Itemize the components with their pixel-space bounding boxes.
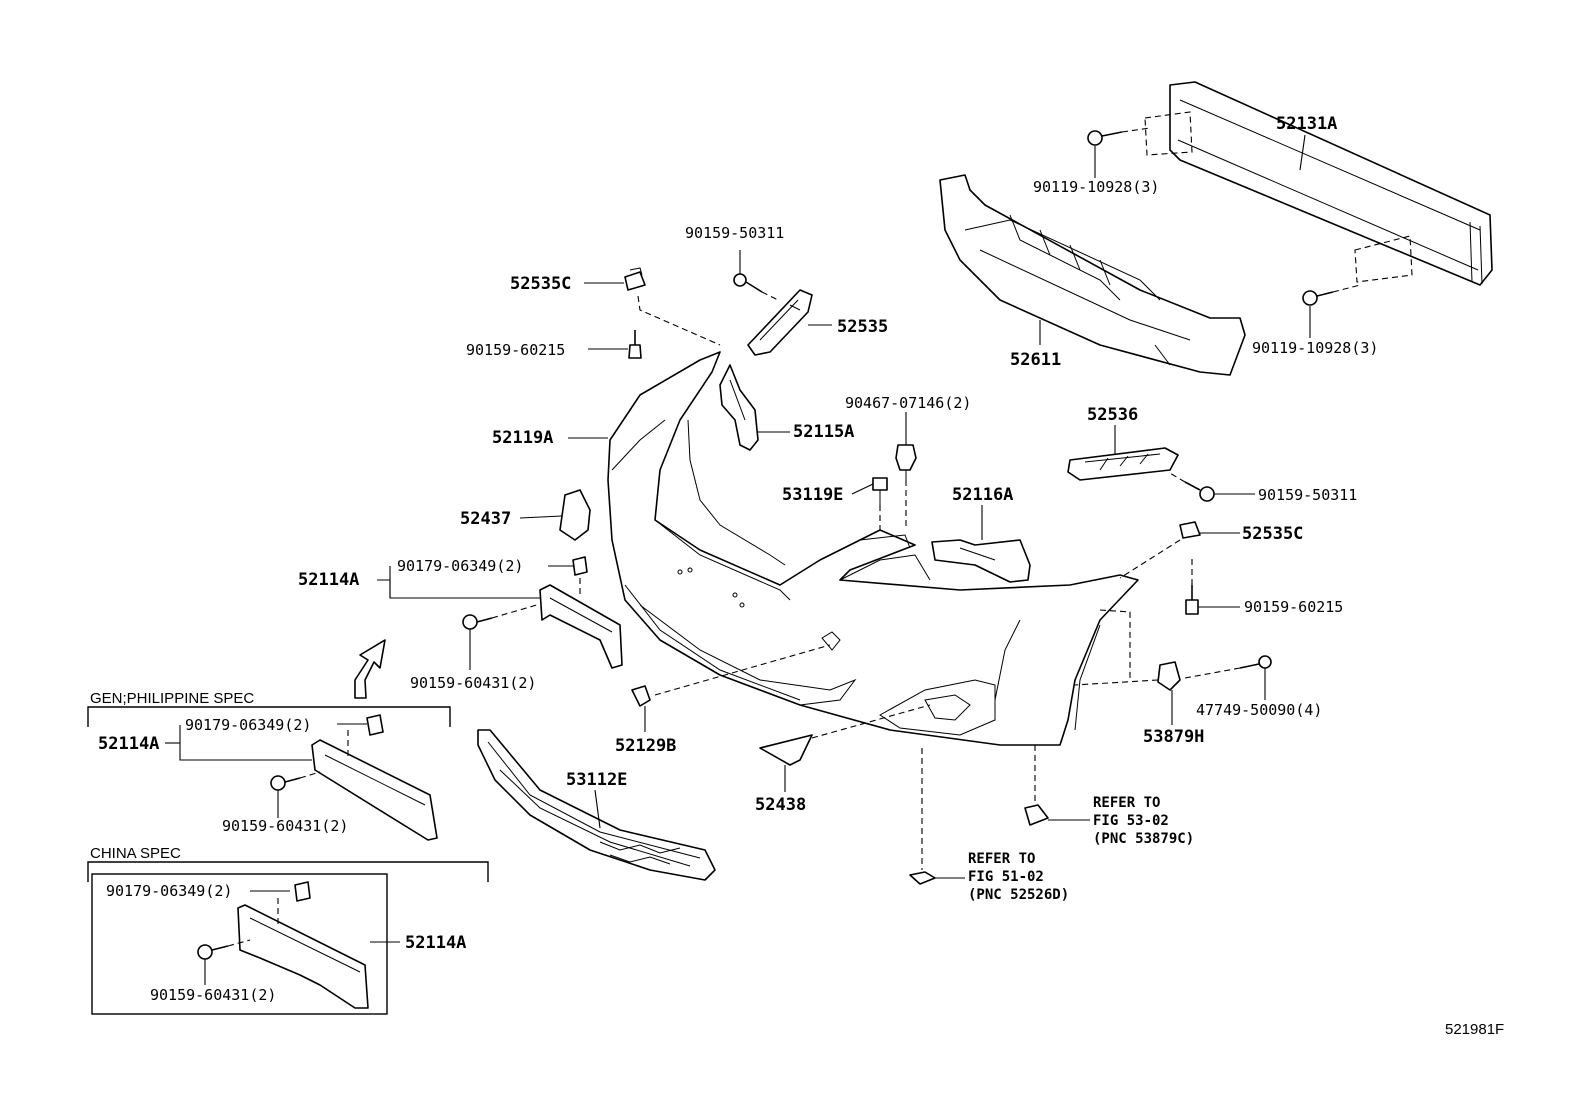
- cap-52437: [559, 489, 591, 541]
- label-90159-gen: 90159-60431(2): [222, 817, 348, 835]
- label-52536: 52536: [1087, 405, 1138, 425]
- refer-51-line3: (PNC 52526D): [968, 887, 1069, 903]
- gen-spec-frame: [87, 706, 451, 727]
- clip-refer-53-02: [1024, 804, 1049, 826]
- label-52438: 52438: [755, 795, 806, 815]
- label-52437: 52437: [460, 509, 511, 529]
- label-52611: 52611: [1010, 350, 1061, 370]
- license-bracket-52114a-main: [539, 584, 623, 669]
- bolt-90119-bottom: [1302, 284, 1361, 306]
- label-52535c-right: 52535C: [1242, 524, 1303, 544]
- china-spec-frame: [87, 861, 489, 1015]
- label-90159-china: 90159-60431(2): [150, 986, 276, 1004]
- screw-90159-gen: [270, 771, 321, 791]
- clip-52535c-right: [1179, 521, 1201, 539]
- label-52115a: 52115A: [793, 422, 854, 442]
- label-52129b: 52129B: [615, 736, 676, 756]
- refer-51-line1: REFER TO: [968, 851, 1035, 867]
- label-52114a-china: 52114A: [405, 933, 466, 953]
- label-52535: 52535: [837, 317, 888, 337]
- label-52114a-gen: 52114A: [98, 734, 159, 754]
- label-90119-top: 90119-10928(3): [1033, 178, 1159, 196]
- label-52119a: 52119A: [492, 428, 553, 448]
- clip-53879h: [1157, 661, 1181, 691]
- bracket-52116a: [931, 539, 1031, 583]
- cover-52438: [759, 734, 813, 766]
- retainer-52536: [1067, 447, 1179, 481]
- refer-53-line1: REFER TO: [1093, 795, 1160, 811]
- screw-90159-50311-right: [1167, 471, 1215, 502]
- clip-90467-07146: [895, 444, 917, 480]
- license-bracket-52114a-gen: [311, 739, 438, 841]
- label-90467-07146: 90467-07146(2): [845, 394, 971, 412]
- nut-90179-china: [294, 881, 311, 902]
- license-bracket-52114a-china: [237, 904, 369, 1009]
- label-53119e: 53119E: [782, 485, 843, 505]
- label-90179-china: 90179-06349(2): [106, 882, 232, 900]
- side-retainer-52535: [747, 289, 813, 356]
- nut-90179-gen: [366, 714, 384, 736]
- label-90159-60215-right: 90159-60215: [1244, 598, 1343, 616]
- screw-90159-60215-left: [628, 330, 642, 359]
- label-52114a-main: 52114A: [298, 570, 359, 590]
- label-90179-main: 90179-06349(2): [397, 557, 523, 575]
- energy-absorber-52611: [939, 174, 1246, 376]
- nut-90179-06349-main: [572, 556, 588, 576]
- label-53112e: 53112E: [566, 770, 627, 790]
- label-90159-60215-left: 90159-60215: [466, 341, 565, 359]
- label-90179-gen: 90179-06349(2): [185, 716, 311, 734]
- bumper-cover-52119a: [607, 351, 1139, 746]
- label-90159-60431-main: 90159-60431(2): [410, 674, 536, 692]
- diagram-id: 521981F: [1445, 1021, 1504, 1038]
- clip-47749-50090: [1239, 655, 1272, 669]
- label-90119-bottom: 90119-10928(3): [1252, 339, 1378, 357]
- label-90159-50311-top: 90159-50311: [685, 224, 784, 242]
- cap-52129b: [631, 685, 651, 707]
- label-52116a: 52116A: [952, 485, 1013, 505]
- grille-53112e: [477, 729, 716, 881]
- fastener-53119e: [872, 477, 888, 505]
- screw-90159-60215-right: [1185, 585, 1199, 615]
- label-90159-50311-right: 90159-50311: [1258, 486, 1357, 504]
- screw-90159-china: [197, 939, 251, 960]
- label-53879h: 53879H: [1143, 727, 1204, 747]
- refer-51-line2: FIG 51-02: [968, 869, 1044, 885]
- gen-spec-title: GEN;PHILIPPINE SPEC: [90, 690, 254, 707]
- label-52131a: 52131A: [1276, 114, 1337, 134]
- label-52535c-left: 52535C: [510, 274, 571, 294]
- bracket-52115a: [719, 364, 759, 451]
- china-spec-title: CHINA SPEC: [90, 845, 181, 862]
- clip-refer-51-02: [909, 871, 936, 885]
- refer-53-line2: FIG 53-02: [1093, 813, 1169, 829]
- refer-53-line3: (PNC 53879C): [1093, 831, 1194, 847]
- clip-52535c-left: [624, 267, 646, 291]
- label-47749-50090: 47749-50090(4): [1196, 701, 1322, 719]
- screw-90159-50311-top: [733, 273, 779, 301]
- direction-arrow: [354, 639, 386, 699]
- bolt-90119-top: [1087, 127, 1151, 146]
- bumper-reinforcement-52131a: [1169, 81, 1493, 286]
- screw-90159-60431-main: [462, 603, 541, 630]
